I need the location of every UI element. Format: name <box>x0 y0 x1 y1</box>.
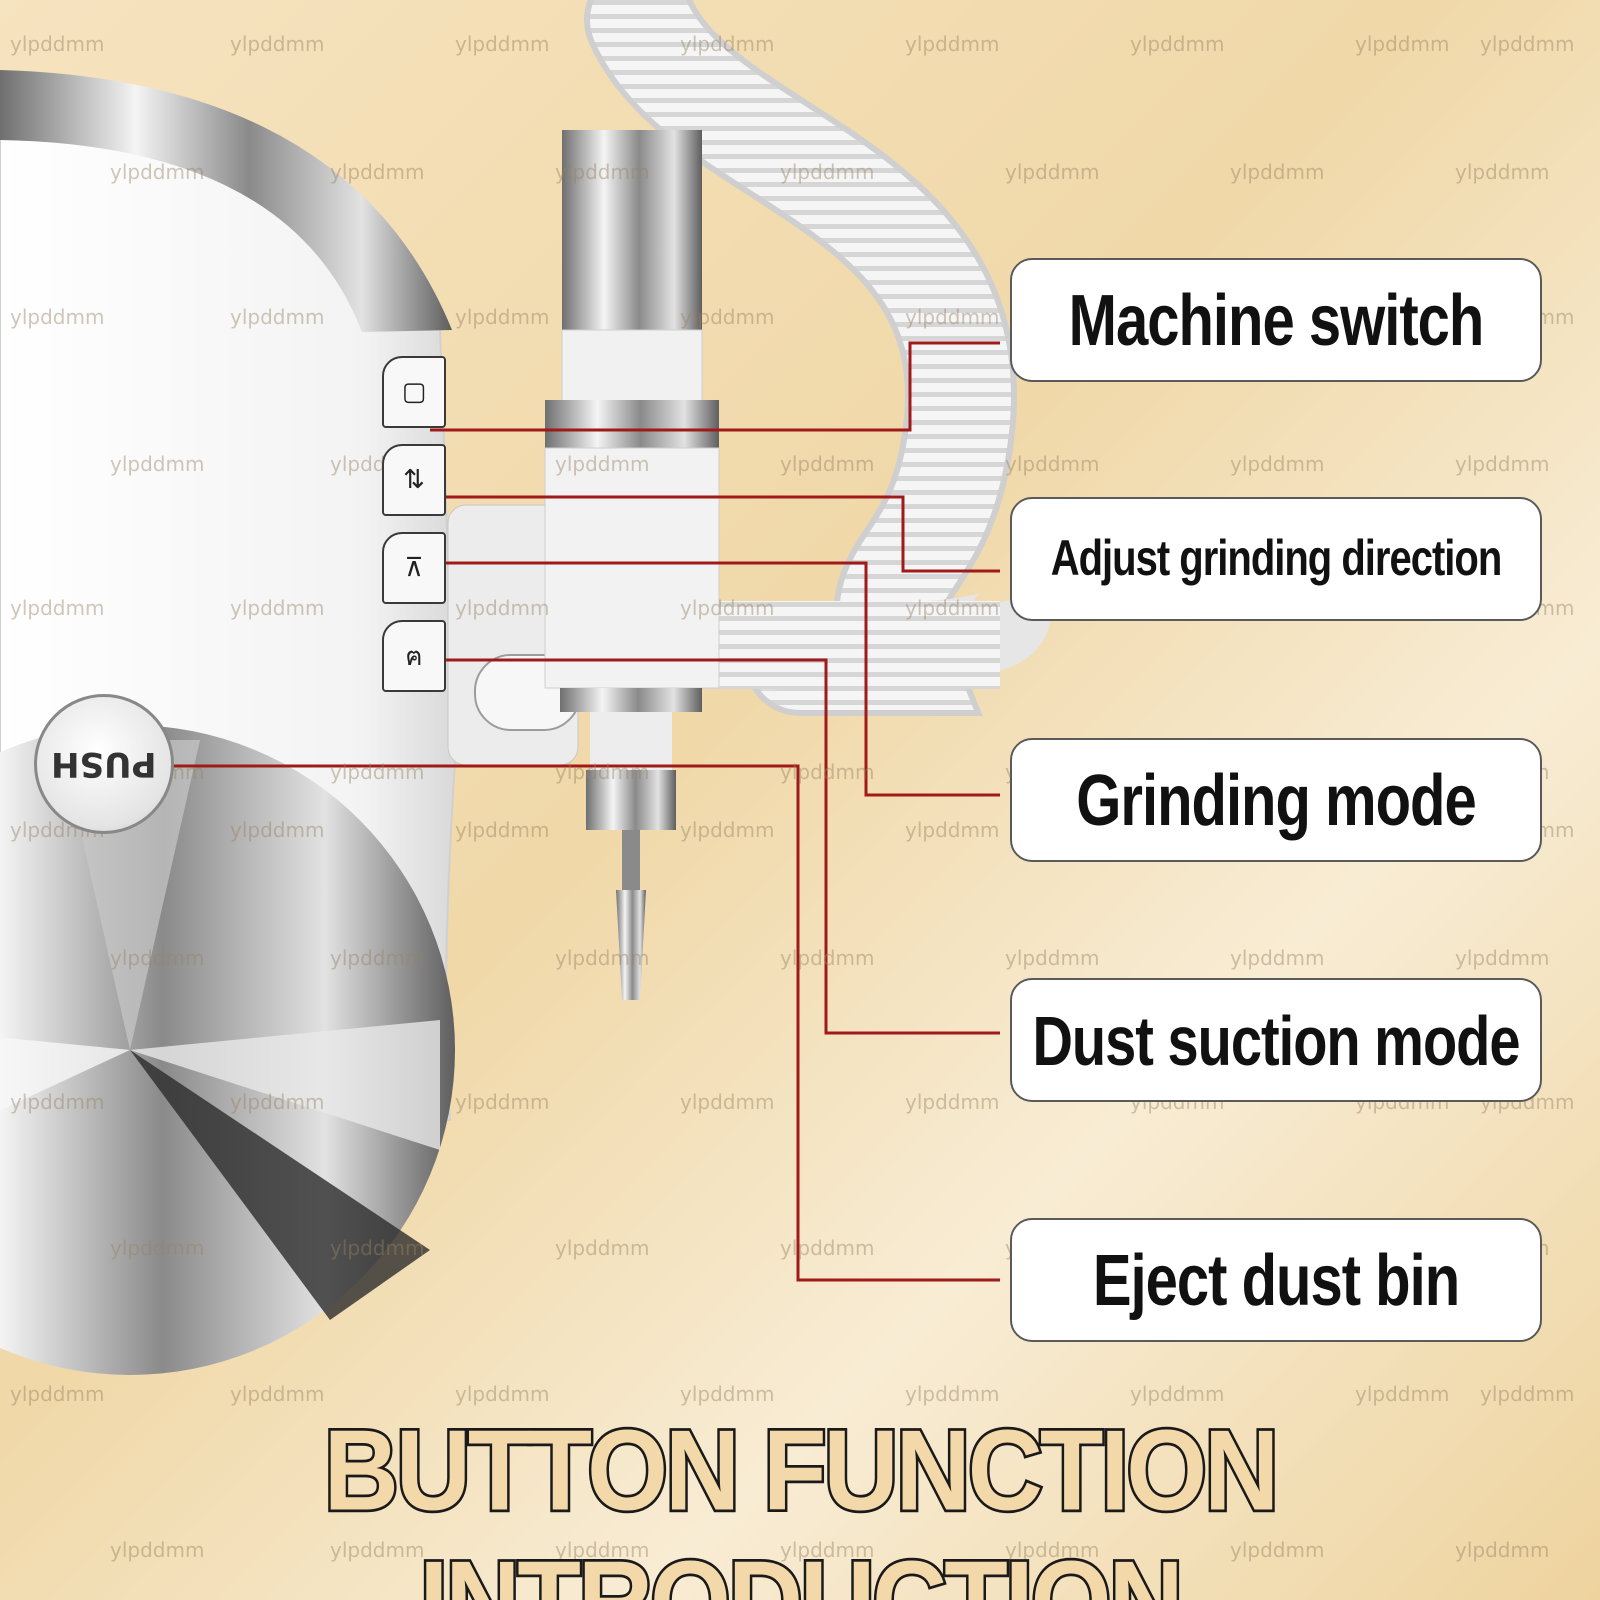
watermark-text: ylpddmm <box>1005 452 1100 476</box>
watermark-text: ylpddmm <box>230 32 325 56</box>
leader-lines <box>170 341 1000 1282</box>
watermark-text: ylpddmm <box>1130 32 1225 56</box>
callout-text: Dust suction mode <box>1032 1000 1520 1080</box>
watermark-text: ylpddmm <box>1230 452 1325 476</box>
watermark-text: ylpddmm <box>1230 160 1325 184</box>
watermark-text: ylpddmm <box>1230 946 1325 970</box>
watermark-text: ylpddmm <box>110 946 205 970</box>
watermark-text: ylpddmm <box>455 1090 550 1114</box>
watermark-text: ylpddmm <box>330 1236 425 1260</box>
watermark-text: ylpddmm <box>110 452 205 476</box>
watermark-text: ylpddmm <box>1130 1382 1225 1406</box>
watermark-text: ylpddmm <box>230 1090 325 1114</box>
watermark-text: ylpddmm <box>680 305 775 329</box>
watermark-text: ylpddmm <box>230 305 325 329</box>
watermark-text: ylpddmm <box>1005 946 1100 970</box>
watermark-text: ylpddmm <box>10 1382 105 1406</box>
watermark-text: ylpddmm <box>10 305 105 329</box>
watermark-text: ylpddmm <box>680 32 775 56</box>
machine-switch-button[interactable]: ▢ <box>382 356 446 428</box>
watermark-text: ylpddmm <box>555 760 650 784</box>
watermark-text: ylpddmm <box>905 1382 1000 1406</box>
callout-dust-suction-mode: Dust suction mode <box>1010 978 1542 1102</box>
watermark-text: ylpddmm <box>10 1090 105 1114</box>
watermark-text: ylpddmm <box>780 160 875 184</box>
dust-suction-button[interactable]: ฅ <box>382 620 446 692</box>
watermark-text: ylpddmm <box>905 32 1000 56</box>
watermark-text: ylpddmm <box>905 1090 1000 1114</box>
watermark-text: ylpddmm <box>230 596 325 620</box>
watermark-text: ylpddmm <box>455 305 550 329</box>
callout-grinding-mode: Grinding mode <box>1010 738 1542 862</box>
callout-text: Adjust grinding direction <box>1050 530 1503 586</box>
watermark-text: ylpddmm <box>455 596 550 620</box>
watermark-text: ylpddmm <box>1480 32 1575 56</box>
watermark-text: ylpddmm <box>110 1538 205 1562</box>
watermark-text: ylpddmm <box>555 1538 650 1562</box>
watermark-text: ylpddmm <box>780 1236 875 1260</box>
watermark-text: ylpddmm <box>230 818 325 842</box>
watermark-text: ylpddmm <box>680 1382 775 1406</box>
watermark-text: ylpddmm <box>780 452 875 476</box>
watermark-text: ylpddmm <box>1455 160 1550 184</box>
watermark-text: ylpddmm <box>555 1236 650 1260</box>
watermark-text: ylpddmm <box>10 596 105 620</box>
watermark-text: ylpddmm <box>1455 946 1550 970</box>
push-label: PUSH <box>51 744 157 784</box>
grinding-mode-icon: ⊼ <box>404 553 424 583</box>
watermark-text: ylpddmm <box>1455 1538 1550 1562</box>
watermark-text: ylpddmm <box>680 596 775 620</box>
square-power-icon: ▢ <box>401 377 427 407</box>
watermark-text: ylpddmm <box>555 946 650 970</box>
watermark-text: ylpddmm <box>1005 1538 1100 1562</box>
watermark-text: ylpddmm <box>110 1236 205 1260</box>
watermark-text: ylpddmm <box>1005 160 1100 184</box>
watermark-text: ylpddmm <box>680 818 775 842</box>
callout-machine-switch: Machine switch <box>1010 258 1542 382</box>
callout-text: Eject dust bin <box>1092 1239 1460 1321</box>
watermark-text: ylpddmm <box>1455 452 1550 476</box>
suction-icon: ฅ <box>405 641 423 672</box>
watermark-text: ylpddmm <box>330 1538 425 1562</box>
watermark-text: ylpddmm <box>455 818 550 842</box>
watermark-text: ylpddmm <box>905 818 1000 842</box>
watermark-text: ylpddmm <box>1355 1382 1450 1406</box>
watermark-text: ylpddmm <box>780 1538 875 1562</box>
grinding-mode-button[interactable]: ⊼ <box>382 532 446 604</box>
callout-text: Grinding mode <box>1076 759 1476 841</box>
watermark-text: ylpddmm <box>1480 1382 1575 1406</box>
watermark-text: ylpddmm <box>780 946 875 970</box>
watermark-text: ylpddmm <box>780 760 875 784</box>
callout-text: Machine switch <box>1068 279 1485 361</box>
direction-button[interactable]: ⇅ <box>382 444 446 516</box>
watermark-text: ylpddmm <box>110 160 205 184</box>
watermark-text: ylpddmm <box>330 760 425 784</box>
rotate-arrows-icon: ⇅ <box>403 465 425 495</box>
push-eject-button[interactable]: PUSH <box>34 694 174 834</box>
watermark-text: ylpddmm <box>10 32 105 56</box>
page-title: BUTTON FUNCTION INTRODUCTION <box>321 1404 1282 1600</box>
watermark-text: ylpddmm <box>230 1382 325 1406</box>
watermark-text: ylpddmm <box>1355 32 1450 56</box>
watermark-text: ylpddmm <box>455 32 550 56</box>
watermark-text: ylpddmm <box>905 305 1000 329</box>
callout-eject-dust-bin: Eject dust bin <box>1010 1218 1542 1342</box>
watermark-text: ylpddmm <box>455 1382 550 1406</box>
callout-adjust-direction: Adjust grinding direction <box>1010 497 1542 621</box>
watermark-text: ylpddmm <box>330 160 425 184</box>
watermark-text: ylpddmm <box>1230 1538 1325 1562</box>
watermark-text: ylpddmm <box>555 160 650 184</box>
watermark-text: ylpddmm <box>555 452 650 476</box>
watermark-text: ylpddmm <box>330 946 425 970</box>
watermark-text: ylpddmm <box>905 596 1000 620</box>
watermark-text: ylpddmm <box>680 1090 775 1114</box>
